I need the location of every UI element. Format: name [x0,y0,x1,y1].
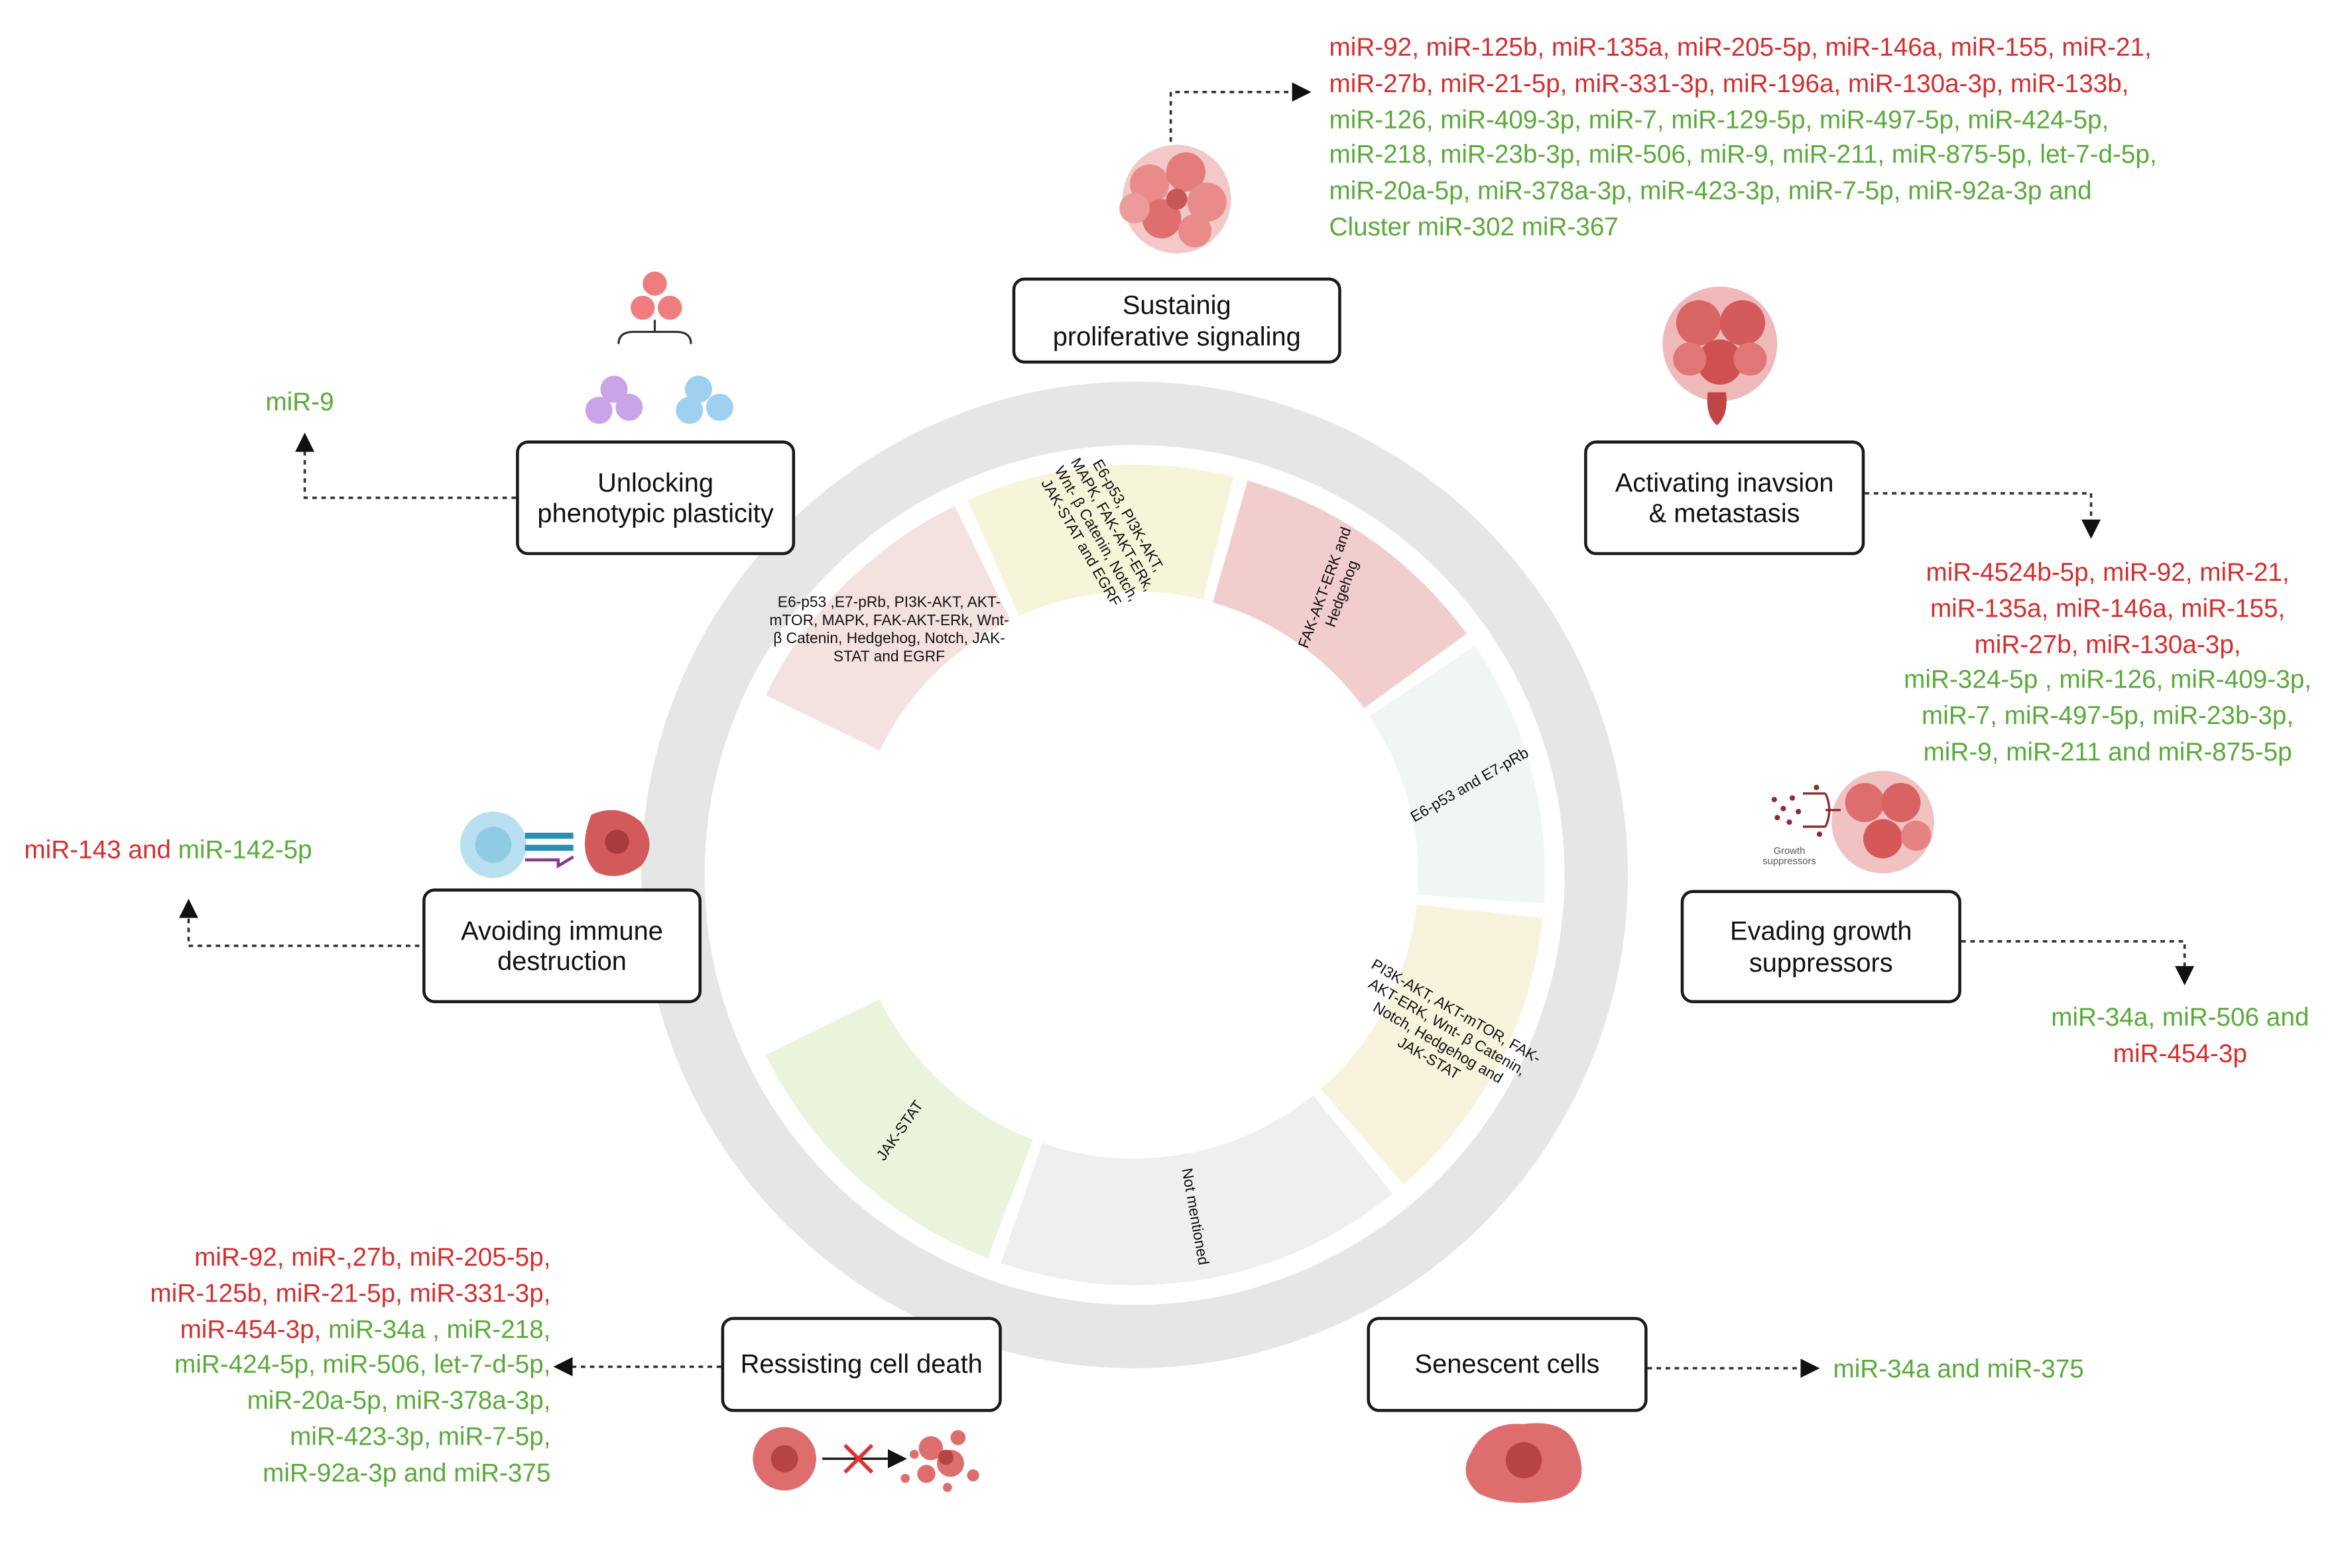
mirna-line: miR-135a, miR-146a, miR-155, [1930,594,2286,623]
mirna-line: Cluster miR-302 miR-367 [1329,212,1619,242]
mirna-line: miR-92, miR-125b, miR-135a, miR-205-5p, … [1329,33,2152,62]
mirna-line: miR-4524b-5p, miR-92, miR-21, [1926,558,2290,587]
ring-segment [1001,1095,1393,1286]
ring-segment [967,464,1234,616]
invasion-mirna-list: miR-4524b-5p, miR-92, miR-21, miR-135a, m… [1867,555,2340,770]
senescent-box: Senescent cells [1367,1317,1648,1412]
growth-box: Evading growth suppressors [1680,890,1961,1004]
death-mirna-list: miR-92, miR-,27b, miR-205-5p, miR-125b, m… [60,1240,550,1491]
senescent-mirna-list: miR-34a and miR-375 [1833,1355,2084,1384]
mirna-line: miR-27b, miR-130a-3p, [1974,630,2241,659]
mirna-line: miR-27b, miR-21-5p, miR-331-3p, miR-196a… [1329,69,2129,98]
connector-plasticity [295,432,517,499]
mirna-red-prefix: miR-454-3p, [180,1315,329,1344]
ring-segment [1212,480,1467,709]
proliferative-box: Sustainig proliferative signaling [1012,277,1341,364]
apoptosis-icon [753,1427,979,1492]
tumor-cluster-icon [1119,145,1231,254]
mirna-line: miR-424-5p, miR-506, let-7-d-5p, [174,1351,551,1380]
immune-mirna-green: miR-142-5p [178,835,312,865]
mirna-line: miR-20a-5p, miR-378a-3p, [247,1386,551,1416]
mirna-line: miR-7, miR-497-5p, miR-23b-3p, [1922,701,2294,731]
connector-invasion [1865,492,2101,539]
immune-cell-icon [460,810,650,878]
cell-differentiation-icon [585,271,733,424]
ring-segment [1320,904,1543,1185]
plasticity-mirna-list: miR-9 [265,387,334,416]
ring-segment [765,999,1033,1258]
immune-mirna-list: miR-143 and miR-142-5p [24,833,312,869]
mirna-line: miR-9, miR-211 and miR-875-5p [1923,737,2292,766]
growth-suppressors-label: Growth suppressors [1762,846,1816,868]
plasticity-box: Unlocking phenotypic plasticity [516,440,796,556]
invasion-box: Activating inavsion & metastasis [1584,440,1865,556]
growth-suppressor-icon [1771,770,1934,874]
immune-box: Avoiding immune destruction [422,888,702,1004]
mirna-line: miR-125b, miR-21-5p, miR-331-3p, [150,1278,551,1308]
death-box: Ressisting cell death [721,1317,1002,1412]
connector-growth [1961,939,2195,986]
growth-mirna-line: miR-454-3p [2113,1039,2247,1068]
invading-tumor-icon [1662,286,1778,426]
mirna-line: miR-92a-3p and miR-375 [263,1458,551,1487]
mirna-line: miR-454-3p, miR-34a , miR-218, [60,1312,551,1348]
connector-proliferative [1169,82,1312,151]
proliferative-mirna-list: miR-92, miR-125b, miR-135a, miR-205-5p, … [1329,30,2295,246]
mirna-green-suffix: miR-34a , miR-218, [328,1315,551,1344]
mirna-line: miR-92, miR-,27b, miR-205-5p, [194,1242,551,1272]
mirna-line: miR-324-5p , miR-126, miR-409-3p, [1904,666,2311,695]
immune-mirna-red: miR-143 and [24,835,171,865]
mirna-line: miR-126, miR-409-3p, miR-7, miR-129-5p, … [1329,105,2109,134]
ring-segment [1369,645,1545,904]
mirna-line: miR-218, miR-23b-3p, miR-506, miR-9, miR… [1329,141,2157,170]
outer-ring [641,381,1629,1368]
mirna-line: miR-20a-5p, miR-378a-3p, miR-423-3p, miR… [1329,176,2092,206]
growth-mirna-list: miR-34a, miR-506 and miR-454-3p [2022,1000,2339,1072]
growth-mirna-line: miR-34a, miR-506 and [2051,1003,2309,1032]
connector-immune [178,898,420,947]
senescent-cell-icon [1465,1423,1582,1503]
mirna-line: miR-423-3p, miR-7-5p, [290,1422,551,1451]
ring-segment-label: E6-p53 ,E7-pRb, PI3K-AKT, AKT-mTOR, MAPK… [769,593,1009,665]
ring-segment [765,506,1011,751]
